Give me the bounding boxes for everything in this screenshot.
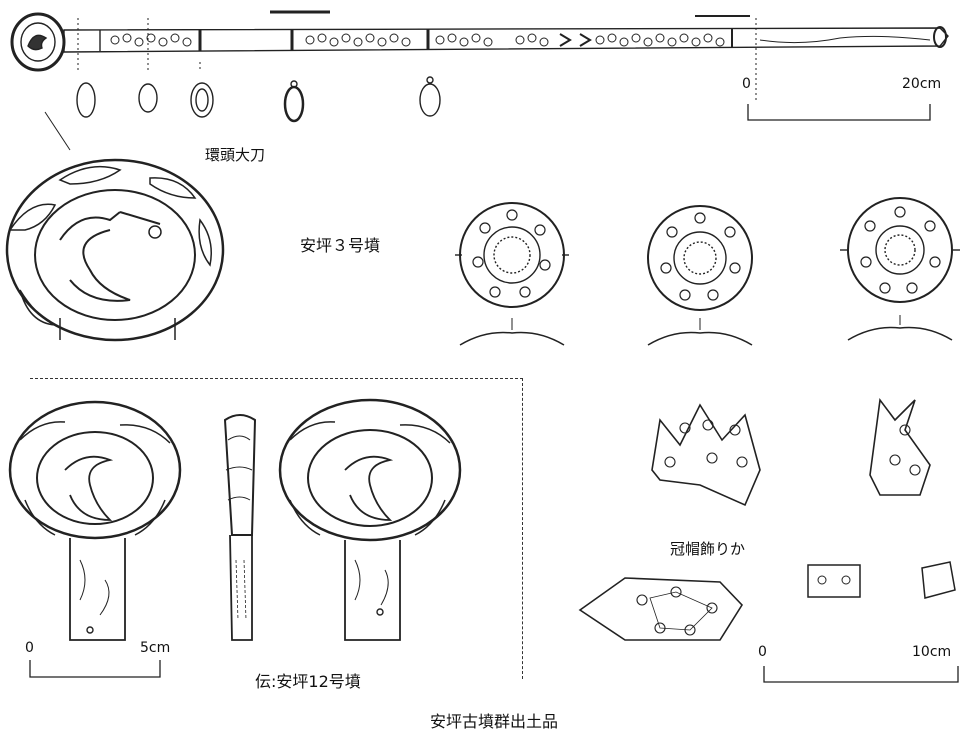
disc-ornaments [455, 197, 960, 346]
main-caption: 安坪古墳群出土品 [430, 712, 559, 731]
tomb3-caption: 安坪３号墳 [300, 236, 381, 255]
sword-caption: 環頭大刀 [205, 146, 266, 164]
crown-scale-bar [763, 666, 959, 683]
pommel-scale-end: 5cm [140, 640, 171, 656]
sword-drawing [10, 10, 949, 100]
pommel-scale-bar [29, 660, 161, 678]
sword-fittings [76, 76, 441, 123]
crown-scale-start: 0 [758, 644, 767, 660]
sword-scale-start: 0 [742, 76, 751, 92]
tomb12-caption: 伝:安坪12号墳 [255, 672, 361, 691]
pommel-views [8, 398, 462, 641]
crown-scale-end: 10cm [912, 644, 952, 660]
tomb12-frame [30, 378, 523, 679]
sword-scale-end: 20cm [902, 76, 942, 92]
sword-scale-bar [747, 104, 931, 121]
ring-pommel-large [5, 158, 225, 342]
crown-fragments [578, 397, 956, 641]
pommel-scale-start: 0 [25, 640, 34, 656]
crown-caption: 冠帽飾りか [670, 540, 746, 558]
